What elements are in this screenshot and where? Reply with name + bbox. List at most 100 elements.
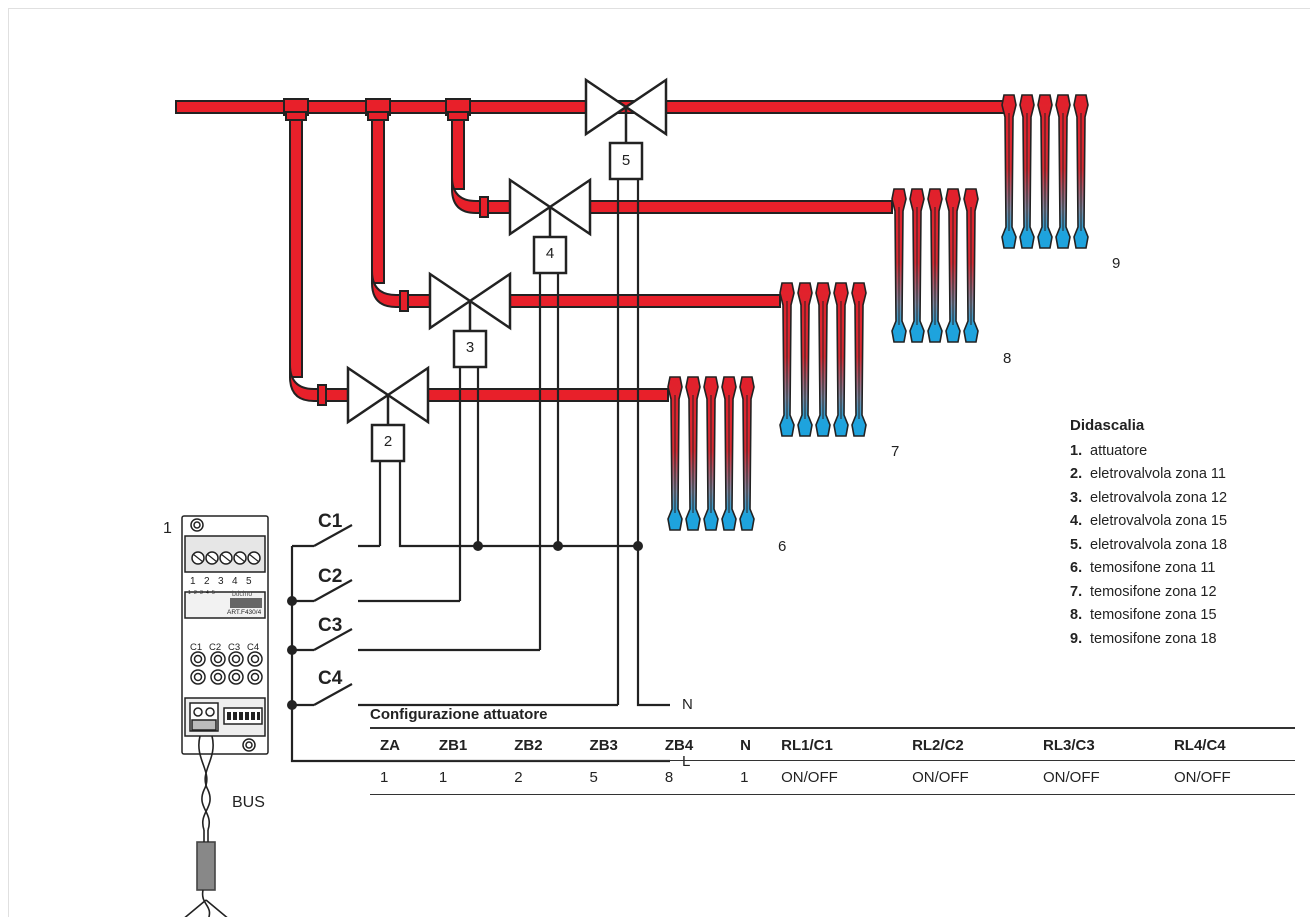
radiator-8 xyxy=(891,188,979,343)
valve-2-box xyxy=(370,423,406,463)
radiator-8-number: 8 xyxy=(1003,350,1012,367)
config-title: Configurazione attuatore xyxy=(370,706,548,723)
legend-item-text: temosifone zona 15 xyxy=(1090,607,1217,623)
switch-c2-label: C2 xyxy=(318,566,343,587)
config-cell: 5 xyxy=(579,760,655,795)
radiator-9-number: 9 xyxy=(1112,255,1121,272)
device-label: 5 xyxy=(212,590,215,596)
config-cell: 1 xyxy=(370,760,429,795)
config-cell: ON/OFF xyxy=(1033,760,1164,795)
legend-item-number: 6. xyxy=(1070,560,1083,576)
device-label: C4 xyxy=(247,642,260,653)
legend-item-number: 4. xyxy=(1070,513,1083,529)
device-label: 1 xyxy=(188,590,191,596)
device-label: 3 xyxy=(200,590,203,596)
bus-cable xyxy=(184,735,228,917)
config-cell: 1 xyxy=(428,760,505,795)
config-header-cell: ZB1 xyxy=(428,727,505,761)
legend-item-text: eletrovalvola zona 15 xyxy=(1090,513,1228,529)
wiring xyxy=(290,179,670,763)
device-label: C1 xyxy=(190,642,203,653)
radiator-9 xyxy=(1001,94,1089,249)
valve-4-number: 4 xyxy=(545,245,555,262)
device-label: 4 xyxy=(206,590,209,596)
valve-3-number: 3 xyxy=(465,339,475,356)
legend-item-number: 7. xyxy=(1070,583,1083,600)
valve-4-box xyxy=(532,235,568,275)
device-label: 2 xyxy=(194,590,197,596)
legend-items: 1. attuatore 2. eletrovalvola zona 11 3. elet… xyxy=(1070,440,1227,652)
legend-item-text: eletrovalvola zona 18 xyxy=(1090,536,1228,553)
legend-item-number: 3. xyxy=(1070,489,1083,506)
switch-c4-label: C4 xyxy=(318,668,343,689)
junction-dots xyxy=(287,541,643,710)
config-header-cell: ZB3 xyxy=(579,727,655,761)
config-cell: ON/OFF xyxy=(1163,760,1295,795)
legend-item: 7. temosifone zona 12 xyxy=(1070,581,1227,605)
valve-3-box xyxy=(452,329,488,369)
device-label: 2 xyxy=(204,576,210,587)
valves xyxy=(346,77,668,463)
pipes xyxy=(175,98,1005,406)
config-header-cell: ZA xyxy=(370,727,429,761)
legend-item-text: eletrovalvola zona 11 xyxy=(1090,466,1226,482)
config-cell: 2 xyxy=(504,760,580,795)
device-label: 4 xyxy=(232,576,238,587)
config-cell: 1 xyxy=(730,760,772,795)
legend: Didascalia 1. attuatore 2. eletrovalvola zo… xyxy=(1070,414,1227,651)
legend-title: Didascalia xyxy=(1070,417,1145,434)
config-header-cell: ZB2 xyxy=(504,727,580,761)
legend-item: 8. temosifone zona 15 xyxy=(1070,604,1227,628)
config-cell: 8 xyxy=(654,760,731,795)
device-label: 5 xyxy=(246,576,252,587)
legend-item: 5. eletrovalvola zona 18 xyxy=(1070,534,1227,558)
config-header-cell: RL2/C2 xyxy=(902,727,1034,761)
legend-item-text: attuatore xyxy=(1090,442,1148,459)
config-header-cell: RL3/C3 xyxy=(1033,727,1164,761)
legend-item-number: 8. xyxy=(1070,607,1083,623)
legend-item: 1. attuatore xyxy=(1070,440,1227,464)
legend-item-text: temosifone zona 12 xyxy=(1090,583,1217,600)
device-label: 1 xyxy=(190,576,196,587)
legend-item-number: 1. xyxy=(1070,442,1083,459)
bus-label: BUS xyxy=(232,794,265,811)
legend-item-number: 5. xyxy=(1070,536,1083,553)
valve-5-number: 5 xyxy=(621,152,631,169)
device-label: 3 xyxy=(218,576,224,587)
valve-5-box xyxy=(608,141,644,181)
legend-item-text: temosifone zona 11 xyxy=(1090,560,1216,576)
legend-item: 9. temosifone zona 18 xyxy=(1070,628,1227,652)
legend-item-text: eletrovalvola zona 12 xyxy=(1090,489,1228,506)
legend-item-text: temosifone zona 18 xyxy=(1090,630,1217,647)
config-cell: ON/OFF xyxy=(771,760,903,795)
legend-item: 6. temosifone zona 11 xyxy=(1070,557,1227,581)
actuator-device xyxy=(181,515,269,755)
radiator-7 xyxy=(779,282,867,437)
config-header-cell: RL4/C4 xyxy=(1163,727,1295,761)
switch-c1-label: C1 xyxy=(318,511,343,532)
config-header-cell: RL1/C1 xyxy=(771,727,903,761)
device-label: C2 xyxy=(209,642,222,653)
legend-item: 2. eletrovalvola zona 11 xyxy=(1070,463,1227,487)
radiators xyxy=(667,94,1089,531)
legend-item-number: 2. xyxy=(1070,466,1083,482)
device-brand: bticino xyxy=(232,591,253,598)
config-cell: ON/OFF xyxy=(902,760,1034,795)
radiator-6 xyxy=(667,376,755,531)
neutral-line-label: N xyxy=(682,696,693,713)
switch-c3-label: C3 xyxy=(318,615,343,636)
legend-item-number: 9. xyxy=(1070,630,1083,647)
radiator-7-number: 7 xyxy=(891,443,900,460)
device-label: C3 xyxy=(228,642,241,653)
config-header-cell: ZB4 xyxy=(654,727,731,761)
legend-item: 3. eletrovalvola zona 12 xyxy=(1070,487,1227,511)
device-relay-labels: C1 C2 C3 C4 xyxy=(190,642,270,653)
